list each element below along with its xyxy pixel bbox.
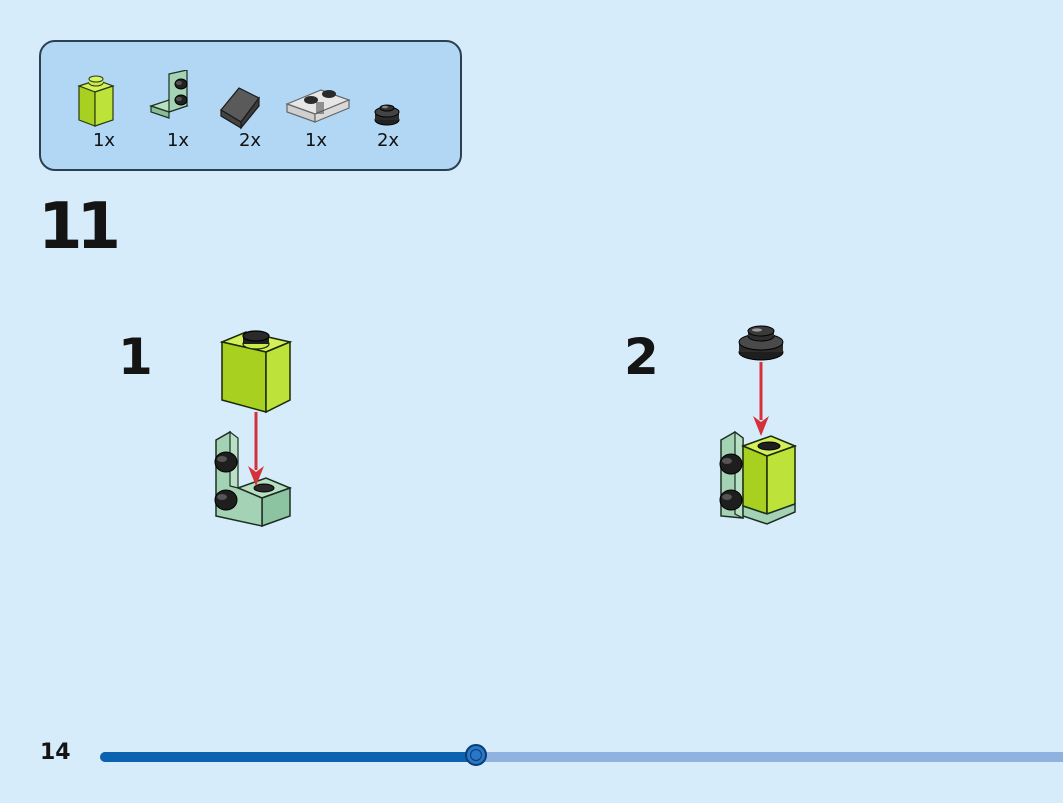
part-quantity: 2x bbox=[376, 130, 400, 151]
part-lime-brick: 1x bbox=[69, 42, 139, 173]
arrow-head-icon bbox=[753, 416, 769, 436]
bracket-icon bbox=[149, 70, 189, 119]
part-quantity: 1x bbox=[304, 130, 328, 151]
part-quantity: 1x bbox=[166, 130, 190, 151]
round-plate-icon bbox=[738, 325, 784, 361]
substep-1-illustration bbox=[214, 330, 293, 528]
progress-bar-fill bbox=[100, 752, 476, 762]
bracket-with-brick-icon bbox=[719, 430, 798, 525]
progress-marker-icon bbox=[465, 744, 487, 766]
bracket-icon bbox=[214, 430, 293, 528]
trans-plate-icon bbox=[285, 89, 351, 123]
substep-1-number: 1 bbox=[118, 328, 153, 386]
progress-bar bbox=[100, 744, 1063, 766]
part-round-plate: 2x bbox=[353, 42, 423, 173]
arrow-head-icon bbox=[248, 466, 264, 486]
part-quantity: 1x bbox=[92, 130, 116, 151]
slope-icon bbox=[220, 87, 260, 130]
lime-brick-icon bbox=[219, 330, 293, 414]
part-slope: 2x bbox=[215, 42, 285, 173]
part-trans-plate: 1x bbox=[281, 42, 351, 173]
step-number: 11 bbox=[38, 190, 121, 264]
substep-2-illustration bbox=[719, 325, 798, 525]
substep-2-number: 2 bbox=[624, 328, 659, 386]
parts-list-box: 1x 1x 2x 1x bbox=[39, 40, 462, 171]
round-plate-icon bbox=[374, 104, 400, 126]
part-quantity: 2x bbox=[238, 130, 262, 151]
page-number: 14 bbox=[40, 740, 71, 765]
lime-brick-icon bbox=[77, 75, 115, 127]
part-bracket: 1x bbox=[143, 42, 213, 173]
